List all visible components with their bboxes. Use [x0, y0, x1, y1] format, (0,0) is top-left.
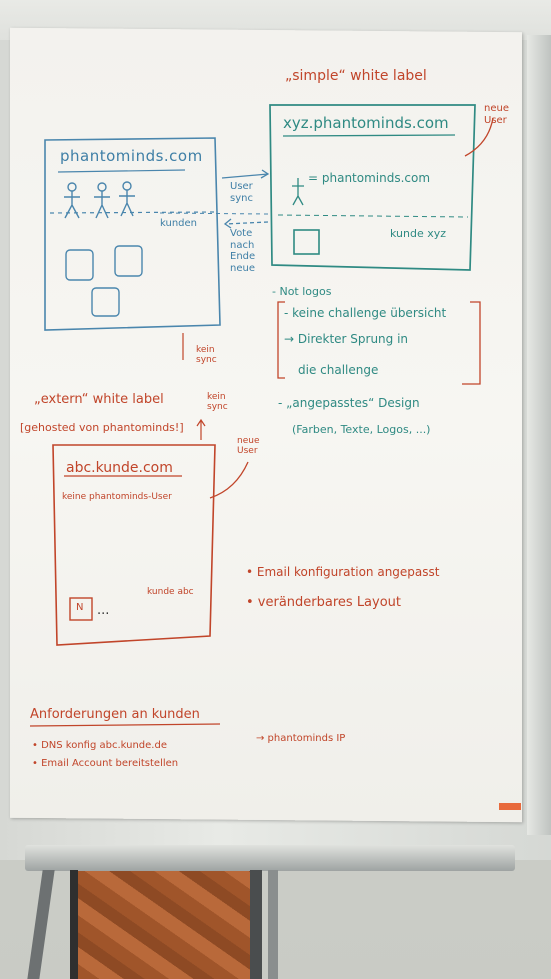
easel-leg	[268, 870, 278, 979]
right-bullet-1: • veränderbares Layout	[246, 595, 402, 610]
requirement-item-0: • DNS konfig abc.kunde.de	[32, 740, 167, 751]
left-bracket	[277, 301, 285, 379]
xyz-neue-user: neue User	[484, 103, 509, 126]
xyz-user-icon	[292, 178, 304, 206]
dashed-link	[159, 212, 269, 215]
simple-bullet-0: - Not logos	[272, 285, 332, 298]
neue-user-arrow	[464, 117, 494, 157]
requirement-arrow-target: → phantominds IP	[256, 733, 346, 744]
simple-bullet-5: (Farben, Texte, Logos, ...)	[292, 423, 431, 436]
easel-leg	[70, 870, 78, 979]
wooden-floor	[75, 858, 255, 979]
easel-leg	[250, 870, 262, 979]
requirements-heading: Anforderungen an kunden	[30, 707, 200, 722]
right-bullet-0: • Email konfiguration angepasst	[246, 565, 440, 579]
up-arrow	[196, 418, 206, 440]
requirement-item-1: • Email Account bereitstellen	[32, 758, 179, 769]
xyz-formula: = phantominds.com	[308, 171, 431, 185]
simple-bullet-2: → Direkter Sprung in	[284, 332, 409, 346]
requirements-underline	[29, 723, 221, 727]
extern-heading: „extern“ white label	[34, 392, 164, 407]
marker-tray	[25, 845, 515, 871]
arrow-head	[260, 169, 270, 179]
abc-box-title: abc.kunde.com	[66, 460, 173, 476]
xyz-title-underline	[282, 134, 456, 137]
arrow-head	[223, 218, 232, 229]
simple-heading: „simple“ white label	[285, 68, 427, 84]
right-bracket	[462, 301, 481, 385]
simple-bullet-1: - keine challenge übersicht	[284, 306, 447, 320]
sync-arrow	[221, 173, 269, 179]
phantominds-title: phantominds.com	[60, 147, 203, 165]
kunden-label: kunden	[160, 218, 197, 229]
xyz-box-outline	[269, 104, 476, 271]
challenge-tiles-icon	[65, 245, 143, 317]
abc-subtitle: keine phantominds-User	[62, 492, 172, 502]
paper-tag	[499, 803, 521, 810]
phantominds-box-outline	[44, 137, 221, 331]
abc-tile-icon	[69, 597, 93, 621]
abc-kunde-label: kunde abc	[147, 587, 194, 597]
simple-bullet-4: - „angepasstes“ Design	[278, 396, 420, 410]
xyz-tile-icon	[293, 229, 320, 255]
board-frame	[527, 35, 551, 835]
simple-bullet-3: die challenge	[298, 363, 379, 377]
xyz-dashed-divider	[277, 214, 469, 218]
title-underline	[57, 169, 186, 173]
kein-sync-note-2: kein sync	[207, 392, 228, 413]
dashed-back-arrow	[224, 221, 269, 225]
extern-subheading: [gehosted von phantominds!]	[20, 421, 184, 434]
vote-note: Vote nach Ende neue	[230, 228, 256, 274]
xyz-kunde-label: kunde xyz	[390, 227, 447, 240]
abc-tile-label: N	[76, 602, 84, 613]
user-figures-icon	[64, 181, 135, 219]
abc-neue-user-arrow	[209, 461, 249, 499]
kein-sync-note-1: kein sync	[196, 345, 217, 366]
abc-box-outline	[52, 444, 216, 646]
user-sync-note: User sync	[230, 181, 253, 204]
abc-ellipsis: ...	[97, 603, 110, 618]
xyz-box-title: xyz.phantominds.com	[283, 114, 449, 132]
abc-neue-user: neue User	[237, 436, 260, 457]
dashed-divider	[49, 211, 216, 214]
